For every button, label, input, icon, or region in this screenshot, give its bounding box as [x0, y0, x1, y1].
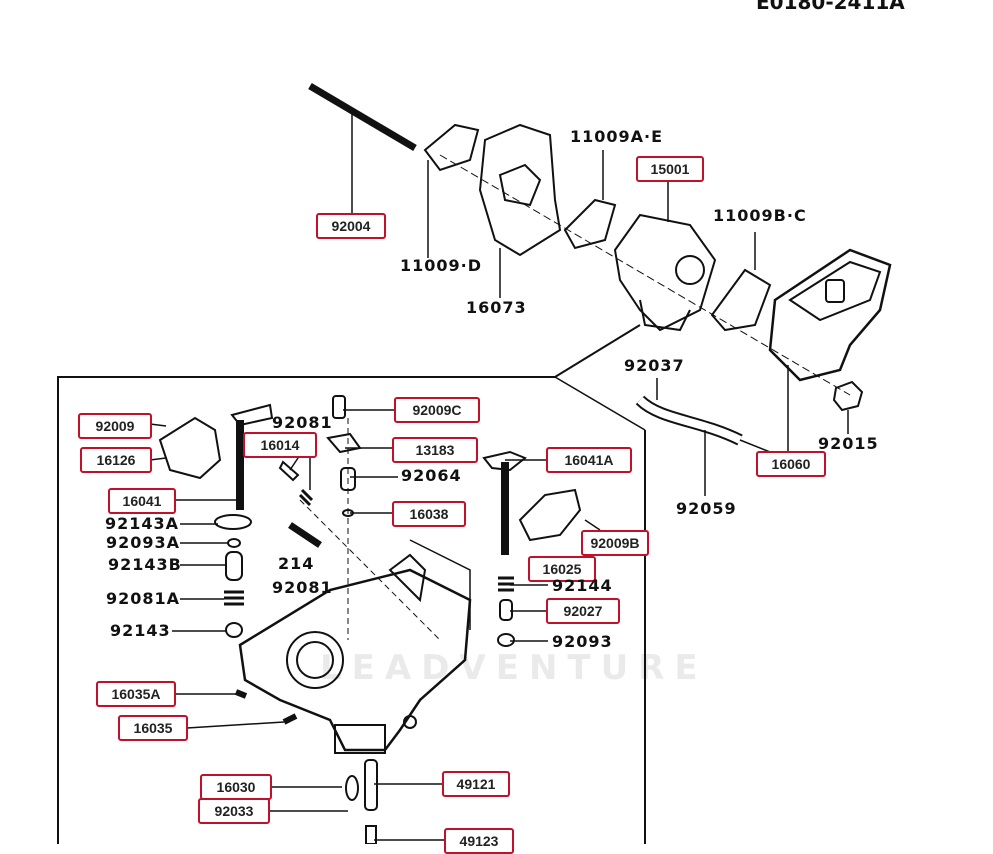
label-11009D: 11009·D	[400, 256, 483, 275]
label-11009BC: 11009B·C	[713, 206, 807, 225]
part-link-49123[interactable]: 49123	[444, 828, 514, 854]
part-link-92009B[interactable]: 92009B	[581, 530, 649, 556]
part-link-92009C[interactable]: 92009C	[394, 397, 480, 423]
part-link-16025[interactable]: 16025	[528, 556, 596, 582]
part-link-92004[interactable]: 92004	[316, 213, 386, 239]
label-92015: 92015	[818, 434, 879, 453]
label-92064: 92064	[401, 466, 462, 485]
label-92143A: 92143A	[105, 514, 180, 533]
part-link-92009[interactable]: 92009	[78, 413, 152, 439]
part-link-92033[interactable]: 92033	[198, 798, 270, 824]
part-link-16035A[interactable]: 16035A	[96, 681, 176, 707]
part-link-16035[interactable]: 16035	[118, 715, 188, 741]
part-link-16038[interactable]: 16038	[392, 501, 466, 527]
label-214: 214	[278, 554, 315, 573]
label-92081-top: 92081	[272, 413, 333, 432]
label-92143B: 92143B	[108, 555, 182, 574]
part-link-13183[interactable]: 13183	[392, 437, 478, 463]
part-link-49121[interactable]: 49121	[442, 771, 510, 797]
diagram-code: E0180-2411A	[756, 0, 905, 14]
label-92093A: 92093A	[106, 533, 181, 552]
label-16073: 16073	[466, 298, 527, 317]
part-link-16060[interactable]: 16060	[756, 451, 826, 477]
label-92143: 92143	[110, 621, 171, 640]
label-11009AE: 11009A·E	[570, 127, 664, 146]
part-link-16041A[interactable]: 16041A	[546, 447, 632, 473]
label-92093: 92093	[552, 632, 613, 651]
part-link-16126[interactable]: 16126	[80, 447, 152, 473]
label-92037: 92037	[624, 356, 685, 375]
part-link-16041[interactable]: 16041	[108, 488, 176, 514]
part-link-92027[interactable]: 92027	[546, 598, 620, 624]
part-link-16014[interactable]: 16014	[243, 432, 317, 458]
label-92144: 92144	[552, 576, 613, 595]
part-link-16030[interactable]: 16030	[200, 774, 272, 800]
part-link-15001[interactable]: 15001	[636, 156, 704, 182]
label-92081-bottom: 92081	[272, 578, 333, 597]
label-92081A: 92081A	[106, 589, 181, 608]
watermark: LEADVENTURE	[320, 648, 708, 688]
label-92059: 92059	[676, 499, 737, 518]
